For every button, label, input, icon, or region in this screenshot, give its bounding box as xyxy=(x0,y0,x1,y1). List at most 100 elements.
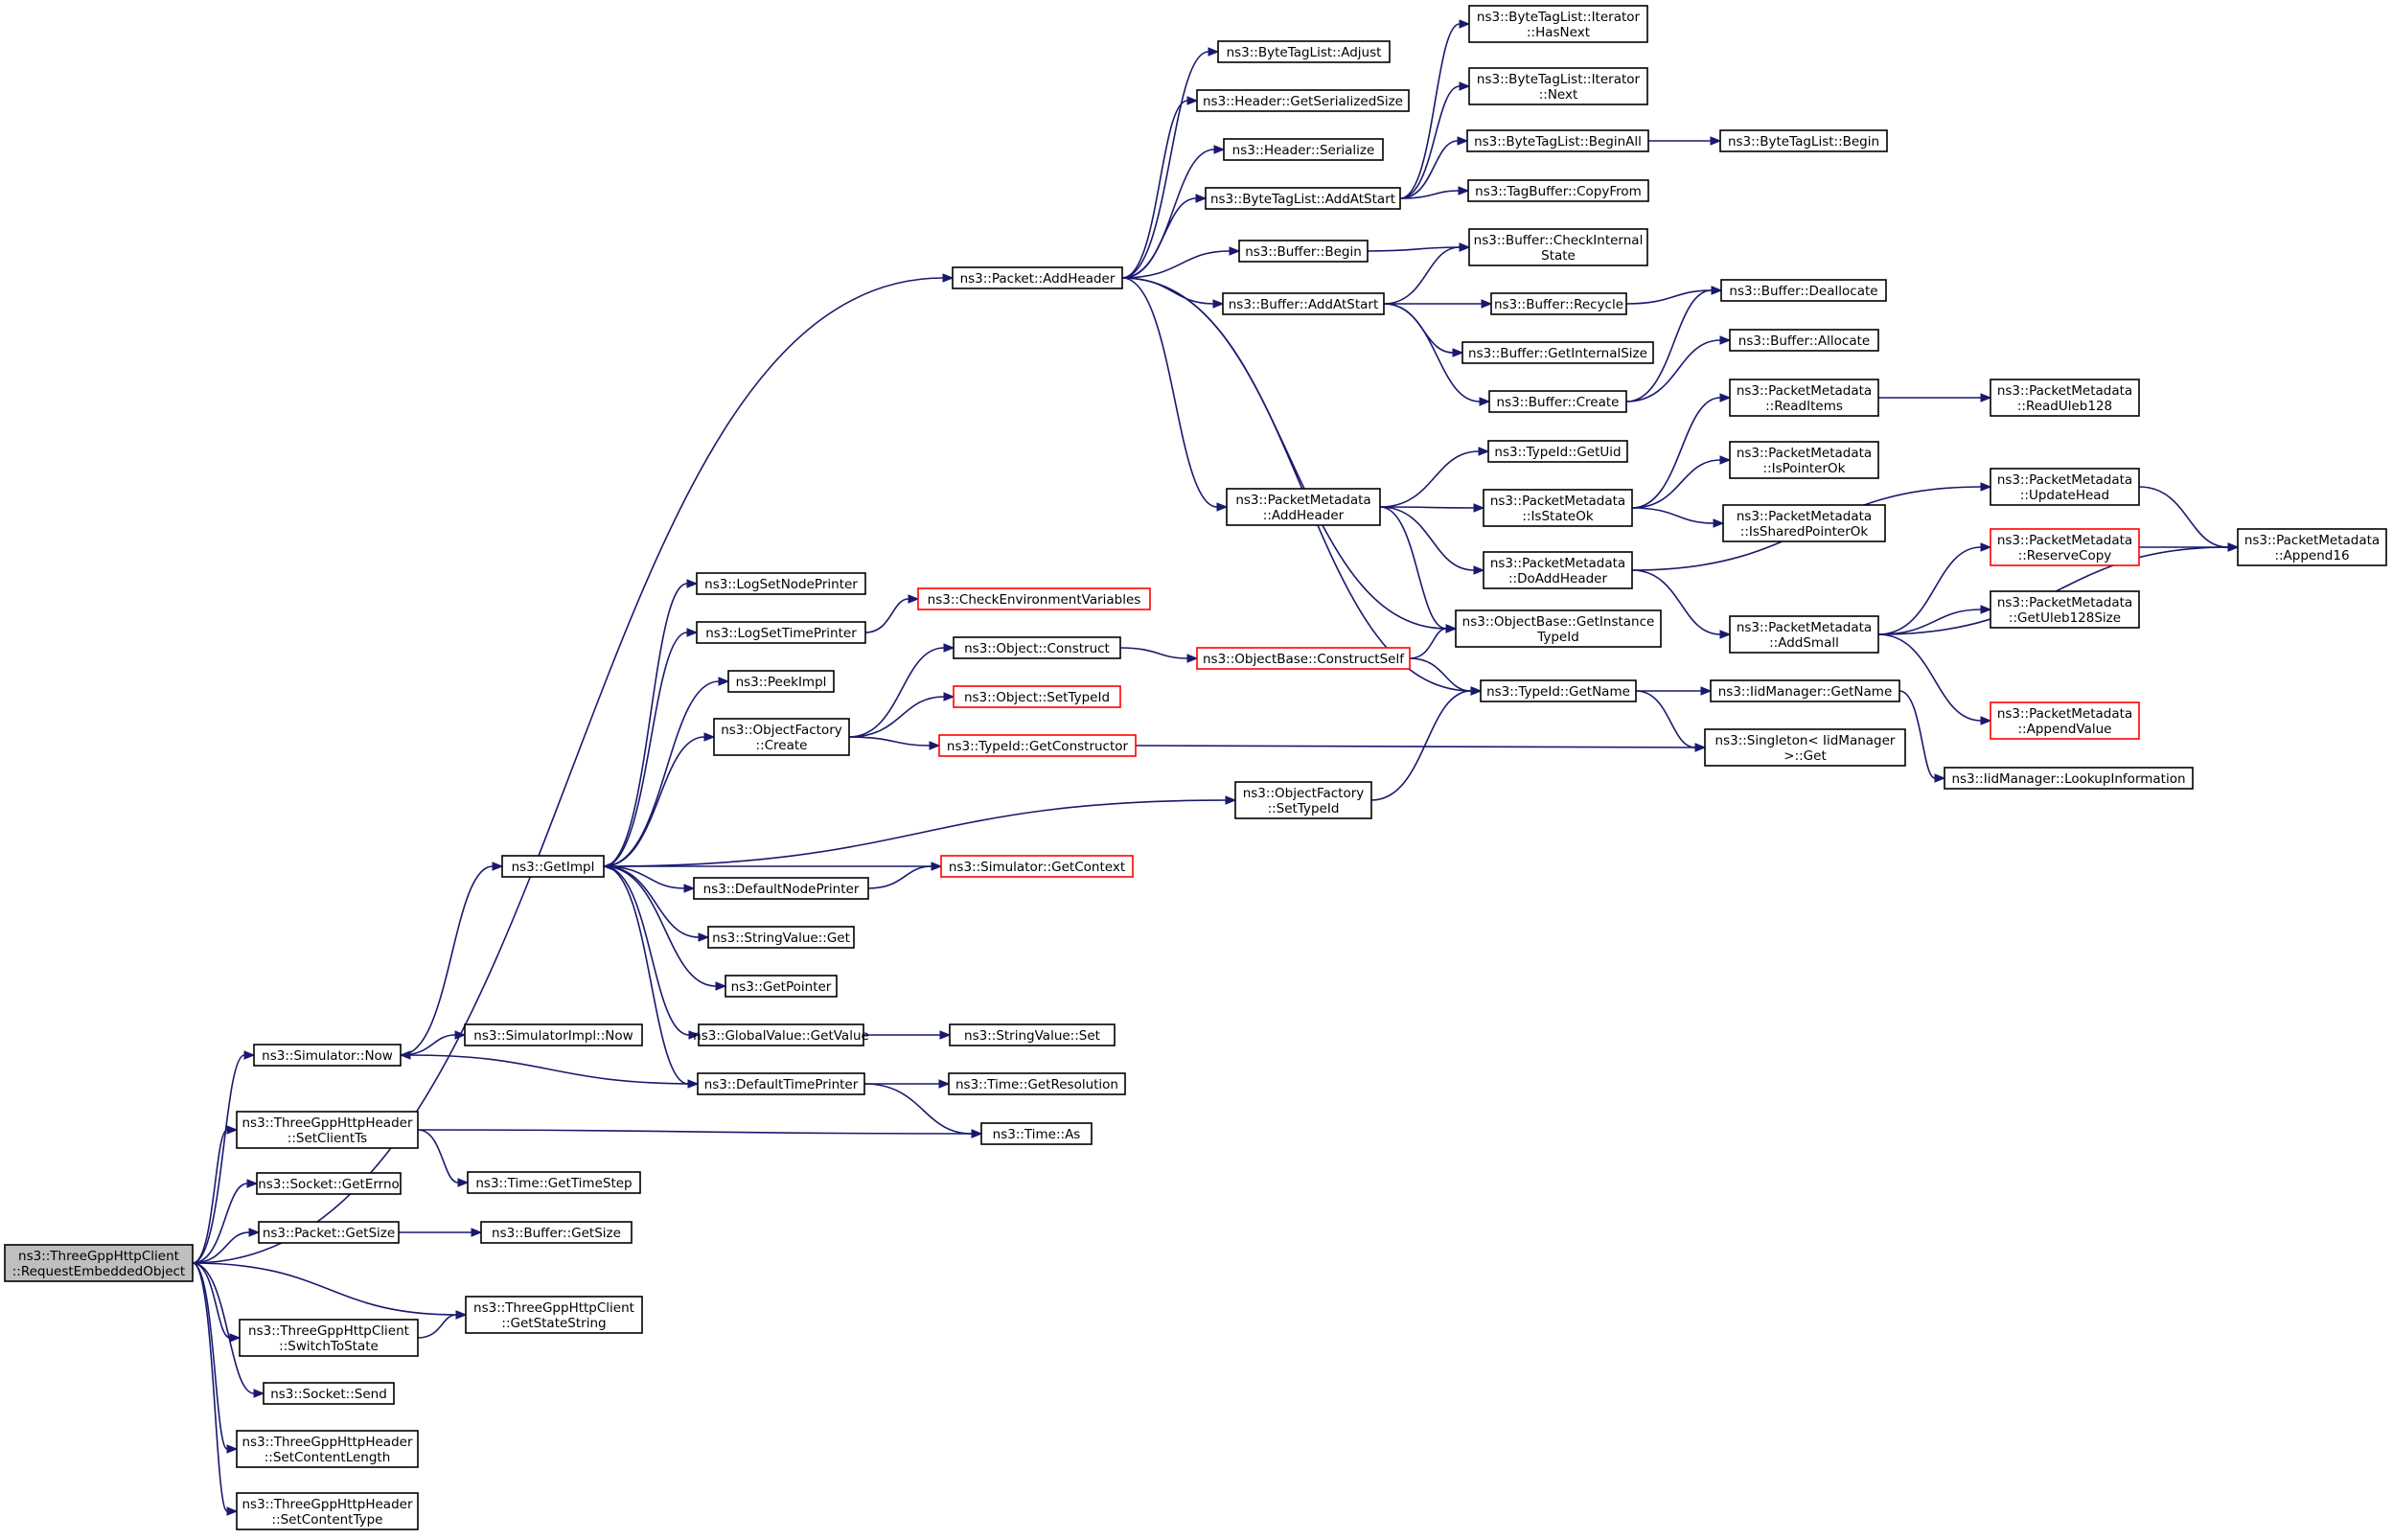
node-buf-getinternalsize[interactable]: ns3::Buffer::GetInternalSize xyxy=(1461,341,1654,364)
node-typeid-getconstructor[interactable]: ns3::TypeId::GetConstructor xyxy=(938,734,1137,757)
node-obj-construct[interactable]: ns3::Object::Construct xyxy=(953,636,1121,659)
node-iidmgr-getname[interactable]: ns3::IidManager::GetName xyxy=(1710,679,1900,702)
node-stringvalue-set[interactable]: ns3::StringValue::Set xyxy=(949,1023,1116,1046)
node-buf-alloc[interactable]: ns3::Buffer::Allocate xyxy=(1729,329,1879,352)
node-socket-send[interactable]: ns3::Socket::Send xyxy=(263,1382,395,1405)
edge-line xyxy=(1135,745,1696,748)
arrowhead-icon xyxy=(1700,686,1713,696)
node-hdr-ser[interactable]: ns3::Header::Serialize xyxy=(1223,138,1384,161)
edge-line xyxy=(1877,609,1982,635)
node-bt-adjust[interactable]: ns3::ByteTagList::Adjust xyxy=(1217,40,1391,63)
node-checkenv[interactable]: ns3::CheckEnvironmentVariables xyxy=(917,587,1151,610)
node-iidmgr-lookupinfo[interactable]: ns3::IidManager::LookupInformation xyxy=(1944,767,2194,790)
arrowhead-icon xyxy=(457,1178,470,1187)
node-singleton-get[interactable]: ns3::Singleton< IidManager >::Get xyxy=(1704,728,1906,767)
edge-pm-addheader-to-typeid-getuid xyxy=(1379,447,1490,508)
edge-of-settypeid-to-typeid-getname xyxy=(1370,686,1483,801)
node-bt-it-next[interactable]: ns3::ByteTagList::Iterator::Next xyxy=(1468,67,1648,105)
node-pm-addsmall[interactable]: ns3::PacketMetadata::AddSmall xyxy=(1729,615,1879,654)
node-bt-it-hasnext[interactable]: ns3::ByteTagList::Iterator::HasNext xyxy=(1468,5,1648,43)
node-of-create[interactable]: ns3::ObjectFactory::Create xyxy=(713,718,850,756)
node-buf-addatstart[interactable]: ns3::Buffer::AddAtStart xyxy=(1222,292,1385,315)
arrowhead-icon xyxy=(939,1030,952,1040)
node-ob-constructself[interactable]: ns3::ObjectBase::ConstructSelf xyxy=(1196,647,1411,670)
node-peekimpl[interactable]: ns3::PeekImpl xyxy=(727,670,835,693)
node-bt-addatstart[interactable]: ns3::ByteTagList::AddAtStart xyxy=(1205,187,1401,210)
node-box xyxy=(1990,379,2140,417)
node-tb-copyfrom[interactable]: ns3::TagBuffer::CopyFrom xyxy=(1467,179,1649,202)
arrowhead-icon xyxy=(226,1125,239,1135)
node-pm-appendvalue[interactable]: ns3::PacketMetadata::AppendValue xyxy=(1990,701,2140,740)
node-time-getresolution[interactable]: ns3::Time::GetResolution xyxy=(948,1072,1126,1095)
node-sim-now[interactable]: ns3::Simulator::Now xyxy=(253,1044,402,1067)
edge-getimpl-to-logsetnodeprinter xyxy=(603,579,699,867)
arrowhead-icon xyxy=(1457,136,1469,146)
node-buf-create[interactable]: ns3::Buffer::Create xyxy=(1488,390,1627,413)
node-label: ns3::Packet::GetSize xyxy=(263,1226,395,1241)
node-sim-getcontext[interactable]: ns3::Simulator::GetContext xyxy=(940,855,1134,878)
node-pm-readitems[interactable]: ns3::PacketMetadata::ReadItems xyxy=(1729,379,1879,417)
node-pm-updatehead[interactable]: ns3::PacketMetadata::UpdateHead xyxy=(1990,468,2140,506)
node-pm-isstateok[interactable]: ns3::PacketMetadata::IsStateOk xyxy=(1483,489,1633,527)
node-pm-ispointerok[interactable]: ns3::PacketMetadata::IsPointerOk xyxy=(1729,441,1879,479)
node-label: ns3::Object::Construct xyxy=(964,641,1110,656)
edge-addheader-to-hdr-getser xyxy=(1121,96,1199,279)
node-label: ns3::DefaultTimePrinter xyxy=(704,1077,859,1092)
node-typeid-getname[interactable]: ns3::TypeId::GetName xyxy=(1480,679,1637,702)
node-client-getstatestring[interactable]: ns3::ThreeGppHttpClient::GetStateString xyxy=(465,1296,643,1334)
edge-bt-addatstart-to-bt-beginall xyxy=(1399,136,1469,199)
node-defaulttimeprinter[interactable]: ns3::DefaultTimePrinter xyxy=(697,1072,865,1095)
node-pm-getuleb128size[interactable]: ns3::PacketMetadata::GetUleb128Size xyxy=(1990,590,2140,629)
node-time-as[interactable]: ns3::Time::As xyxy=(980,1122,1093,1145)
node-pm-doaddheader[interactable]: ns3::PacketMetadata::DoAddHeader xyxy=(1483,551,1633,589)
node-box xyxy=(236,1111,419,1149)
node-pm-reservecopy[interactable]: ns3::PacketMetadata::ReserveCopy xyxy=(1990,528,2140,566)
node-socket-geterrno[interactable]: ns3::Socket::GetErrno xyxy=(256,1172,402,1195)
edge-globalvalue-getvalue-to-stringvalue-set xyxy=(863,1030,952,1040)
node-getimpl[interactable]: ns3::GetImpl xyxy=(501,855,605,878)
node-box xyxy=(949,1023,1116,1046)
node-pm-addheader[interactable]: ns3::PacketMetadata::AddHeader xyxy=(1226,488,1381,526)
node-box xyxy=(1990,468,2140,506)
node-pm-readuleb[interactable]: ns3::PacketMetadata::ReadUleb128 xyxy=(1990,379,2140,417)
node-addheader[interactable]: ns3::Packet::AddHeader xyxy=(952,266,1123,289)
node-of-settypeid[interactable]: ns3::ObjectFactory::SetTypeId xyxy=(1234,781,1372,819)
node-hdr-setclientts[interactable]: ns3::ThreeGppHttpHeader::SetClientTs xyxy=(236,1111,419,1149)
node-hdr-getser[interactable]: ns3::Header::GetSerializedSize xyxy=(1196,89,1410,112)
node-label: ns3::ThreeGppHttpHeader xyxy=(242,1115,412,1131)
node-buf-getsize[interactable]: ns3::Buffer::GetSize xyxy=(480,1221,633,1244)
edge-typeid-getname-to-iidmgr-getname xyxy=(1636,686,1713,696)
edge-line xyxy=(1121,277,1447,630)
node-bt-begin[interactable]: ns3::ByteTagList::Begin xyxy=(1719,129,1888,152)
node-time-gettimestep[interactable]: ns3::Time::GetTimeStep xyxy=(467,1171,641,1194)
node-hdr-setcontenttype[interactable]: ns3::ThreeGppHttpHeader::SetContentType xyxy=(236,1492,419,1530)
edge-line xyxy=(603,799,1227,867)
edge-line xyxy=(1121,197,1197,279)
node-hdr-setcontentlength[interactable]: ns3::ThreeGppHttpHeader::SetContentLengt… xyxy=(236,1430,419,1468)
node-globalvalue-getvalue[interactable]: ns3::GlobalValue::GetValue xyxy=(693,1023,869,1046)
node-obj-settypeid[interactable]: ns3::Object::SetTypeId xyxy=(953,685,1121,708)
node-buf-dealloc[interactable]: ns3::Buffer::Deallocate xyxy=(1720,279,1887,302)
node-client-switchtostate[interactable]: ns3::ThreeGppHttpClient::SwitchToState xyxy=(239,1319,419,1357)
node-label: ns3::LogSetTimePrinter xyxy=(705,626,857,641)
node-logsetnodeprinter[interactable]: ns3::LogSetNodePrinter xyxy=(696,572,866,595)
node-buf-begin[interactable]: ns3::Buffer::Begin xyxy=(1238,240,1369,263)
node-typeid-getuid[interactable]: ns3::TypeId::GetUid xyxy=(1487,440,1628,463)
node-pm-issharedptrok[interactable]: ns3::PacketMetadata::IsSharedPointerOk xyxy=(1722,504,1886,542)
node-buf-recycle[interactable]: ns3::Buffer::Recycle xyxy=(1490,292,1627,315)
node-bt-beginall[interactable]: ns3::ByteTagList::BeginAll xyxy=(1466,129,1649,152)
node-defaultnodeprinter[interactable]: ns3::DefaultNodePrinter xyxy=(693,877,869,900)
node-packet-getsize[interactable]: ns3::Packet::GetSize xyxy=(258,1221,400,1244)
node-box xyxy=(1729,615,1879,654)
edge-logsettimeprinter-to-checkenv xyxy=(864,594,920,633)
node-stringvalue-get[interactable]: ns3::StringValue::Get xyxy=(707,926,855,949)
node-simimpl-now[interactable]: ns3::SimulatorImpl::Now xyxy=(464,1023,643,1046)
node-getpointer[interactable]: ns3::GetPointer xyxy=(725,975,838,998)
edge-line xyxy=(417,1314,457,1339)
node-box xyxy=(1490,292,1627,315)
node-pm-append16[interactable]: ns3::PacketMetadata::Append16 xyxy=(2237,528,2387,566)
node-logsettimeprinter[interactable]: ns3::LogSetTimePrinter xyxy=(696,621,866,644)
node-root[interactable]: ns3::ThreeGppHttpClient::RequestEmbedded… xyxy=(4,1244,194,1282)
